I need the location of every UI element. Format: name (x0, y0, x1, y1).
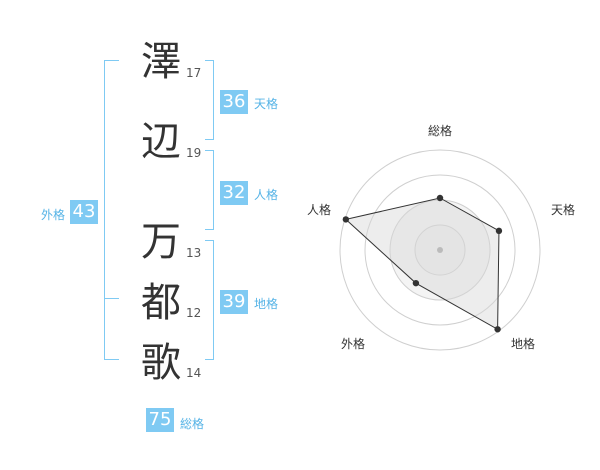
stroke-count-3: 13 (186, 246, 202, 260)
chikaku-value-badge: 39 (220, 290, 248, 314)
radar-label-gaikaku: 外格 (341, 337, 366, 351)
radar-ring-3 (364, 174, 516, 326)
radar-label-chikaku: 地格 (511, 337, 536, 351)
jinkaku-value-badge: 32 (220, 181, 248, 205)
gaikaku-value-badge: 43 (70, 200, 98, 224)
radar-point-5 (342, 216, 350, 223)
chikaku-bracket (205, 240, 214, 360)
radar-point-2 (495, 227, 503, 235)
kanji-char-3: 万 (141, 219, 181, 265)
kanji-char-4: 都 (141, 280, 181, 326)
jinkaku-label: 人格 (254, 188, 279, 202)
radar-label-jinkaku: 人格 (307, 203, 332, 217)
radar-polygon (344, 197, 500, 331)
kanji-char-5: 歌 (141, 340, 181, 386)
radar-label-soukaku: 総格 (428, 124, 453, 138)
tenkaku-label: 天格 (254, 97, 279, 111)
tenkaku-value-badge: 36 (220, 90, 248, 114)
jinkaku-bracket (205, 150, 214, 230)
stroke-count-2: 19 (186, 146, 202, 160)
radar-point-4 (412, 279, 420, 287)
radar-ring-4 (339, 149, 541, 351)
stroke-count-4: 12 (186, 306, 202, 320)
gaikaku-label: 外格 (41, 208, 66, 222)
soukaku-label: 総格 (180, 417, 205, 431)
kanji-char-1: 澤 (141, 39, 181, 85)
stroke-count-5: 14 (186, 366, 202, 380)
gaikaku-bracket-tick (105, 298, 119, 299)
soukaku-value-badge: 75 (146, 408, 174, 432)
gaikaku-bracket (104, 60, 119, 360)
radar-point-1 (436, 194, 444, 202)
stroke-count-1: 17 (186, 66, 202, 80)
radar-center-dot (437, 247, 443, 253)
chikaku-label: 地格 (254, 297, 279, 311)
radar-label-tenkaku: 天格 (551, 203, 576, 217)
tenkaku-bracket (205, 60, 214, 140)
radar-point-3 (494, 326, 501, 333)
kanji-char-2: 辺 (141, 119, 181, 165)
